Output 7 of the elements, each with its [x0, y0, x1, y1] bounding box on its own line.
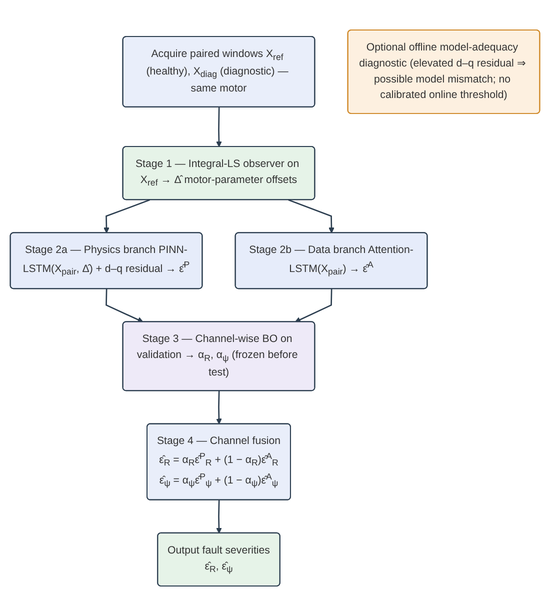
arrow: [294, 288, 332, 322]
arrow: [104, 199, 150, 234]
arrow: [216, 500, 222, 534]
arrow: [288, 199, 334, 234]
arrow: [106, 288, 144, 322]
arrow: [216, 107, 222, 148]
arrow: [216, 390, 222, 424]
